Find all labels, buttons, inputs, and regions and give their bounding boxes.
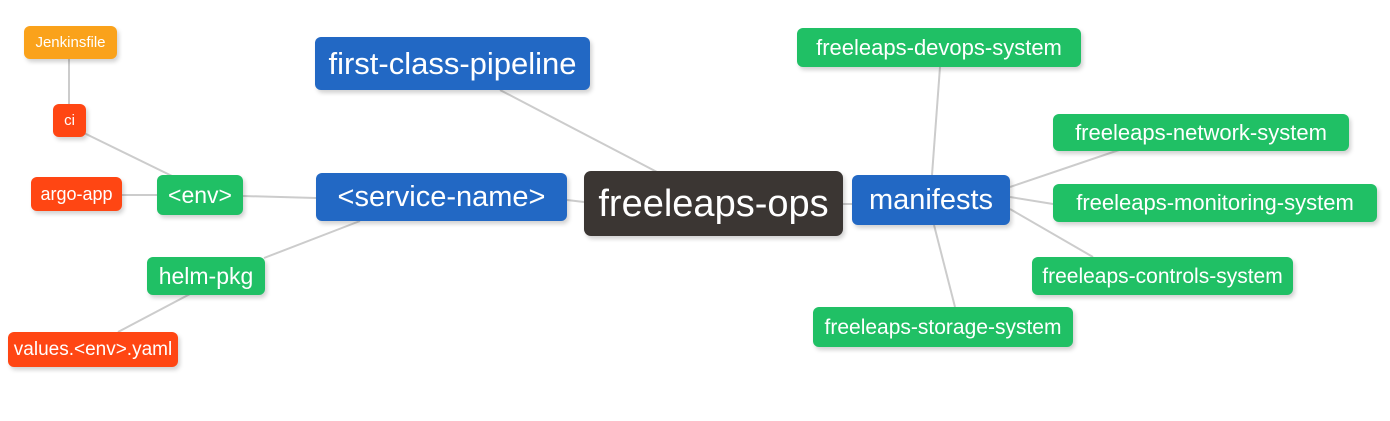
edge-ci-to-env (83, 132, 173, 177)
edge-first_class_pipeline-to-freeleaps_ops (499, 89, 658, 173)
node-env[interactable]: <env> (157, 175, 243, 215)
node-values-env-yaml[interactable]: values.<env>.yaml (8, 332, 178, 367)
edge-manifests-to-storage_system (933, 224, 956, 308)
node-helm-pkg[interactable]: helm-pkg (147, 257, 265, 295)
edge-manifests-to-monitoring_system (1009, 196, 1054, 205)
edge-helm_pkg-to-values_yaml (117, 293, 191, 333)
node-freeleaps-controls-system[interactable]: freeleaps-controls-system (1032, 257, 1293, 295)
node-freeleaps-devops-system[interactable]: freeleaps-devops-system (797, 28, 1081, 67)
node-manifests[interactable]: manifests (852, 175, 1010, 225)
edge-service_name-to-helm_pkg (263, 220, 361, 259)
edge-env-to-service_name (242, 195, 317, 199)
edge-manifests-to-controls_system (1009, 208, 1094, 258)
node-first-class-pipeline[interactable]: first-class-pipeline (315, 37, 590, 90)
edge-service_name-to-freeleaps_ops (566, 199, 585, 203)
node-freeleaps-monitoring-system[interactable]: freeleaps-monitoring-system (1053, 184, 1377, 222)
edge-manifests-to-devops_system (931, 66, 941, 176)
node-ci[interactable]: ci (53, 104, 86, 137)
node-service-name[interactable]: <service-name> (316, 173, 567, 221)
edge-manifests-to-network_system (1009, 148, 1123, 188)
node-freeleaps-storage-system[interactable]: freeleaps-storage-system (813, 307, 1073, 347)
node-jenkinsfile[interactable]: Jenkinsfile (24, 26, 117, 59)
node-freeleaps-network-system[interactable]: freeleaps-network-system (1053, 114, 1349, 151)
node-argo-app[interactable]: argo-app (31, 177, 122, 211)
node-freeleaps-ops-root[interactable]: freeleaps-ops (584, 171, 843, 236)
